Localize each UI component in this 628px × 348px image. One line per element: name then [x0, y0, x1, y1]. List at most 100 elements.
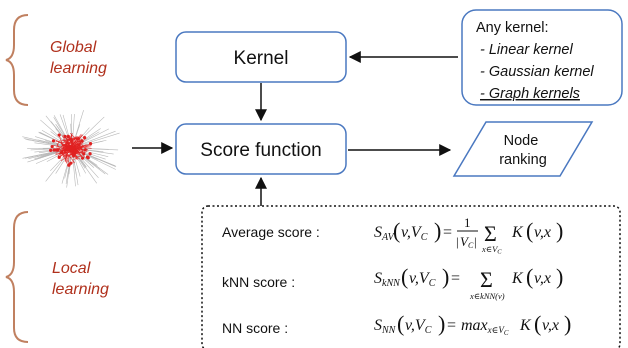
network-edge [66, 152, 75, 164]
network-edge [70, 136, 75, 147]
network-edge [55, 123, 68, 142]
network-node [70, 146, 74, 150]
network-edge [22, 136, 63, 147]
network-node [65, 147, 69, 151]
network-edge [68, 139, 85, 156]
local-learning-brace [5, 211, 29, 343]
network-edge [81, 149, 114, 155]
network-node [88, 141, 93, 146]
kernel-option-graph: - Graph kernels [480, 86, 580, 102]
network-node [69, 137, 73, 141]
network-edge [80, 128, 109, 144]
svg-text:(: ( [526, 218, 533, 243]
local-learning-label: Local learning [52, 260, 109, 298]
network-node [60, 151, 64, 155]
network-edge [62, 138, 77, 152]
svg-text:=: = [451, 270, 460, 287]
network-node [57, 133, 61, 137]
network-edge [73, 157, 78, 161]
network-edge [80, 130, 116, 145]
network-edge [77, 143, 87, 152]
network-edge [78, 116, 105, 143]
network-edge [37, 150, 63, 160]
score-function-box [175, 123, 347, 175]
svg-text:(: ( [393, 218, 400, 243]
kernel-option-linear: - Linear kernel [480, 42, 573, 58]
svg-text:v,x: v,x [534, 224, 551, 241]
svg-text:K: K [519, 317, 532, 334]
network-node [77, 143, 81, 147]
network-node [83, 135, 87, 140]
network-edge [56, 143, 65, 158]
network-edge [81, 148, 119, 151]
svg-text:): ) [564, 311, 571, 336]
network-edge [69, 132, 89, 152]
kernel-option-gaussian: - Gaussian kernel [480, 64, 594, 80]
network-node [82, 152, 86, 156]
network-node [57, 155, 61, 159]
svg-text:x∈VC: x∈VC [481, 244, 502, 256]
svg-text:(: ( [401, 264, 408, 289]
svg-text:K: K [511, 224, 524, 241]
svg-text:(: ( [526, 264, 533, 289]
network-edge [80, 151, 116, 167]
network-node [76, 137, 81, 141]
svg-text:=: = [447, 317, 456, 334]
global-learning-label: Global learning [50, 39, 107, 77]
knn-score-formula: SkNN ( v,VC ) = Σ x∈kNN(v) K ( v,x ) [374, 264, 563, 301]
network-node [88, 152, 92, 156]
svg-text:x∈kNN(v): x∈kNN(v) [469, 291, 505, 301]
network-node [74, 149, 78, 154]
network-node [56, 148, 60, 152]
average-score-label: Average score : [222, 224, 320, 240]
kernel-options-box [461, 9, 623, 106]
network-edge [70, 156, 82, 158]
network-edge [63, 136, 78, 148]
network-edge [74, 110, 84, 141]
kernel-options-title: Any kernel: [476, 20, 549, 36]
svg-text:v,x: v,x [542, 317, 559, 334]
svg-text:): ) [434, 218, 441, 243]
network-node [71, 153, 76, 158]
network-edge [80, 151, 116, 170]
network-edge [81, 132, 120, 146]
svg-text:(: ( [397, 311, 404, 336]
network-node [66, 134, 70, 139]
score-definitions-box [201, 205, 621, 348]
nn-score-label: NN score : [222, 320, 288, 336]
network-edge [72, 155, 77, 176]
svg-text:Σ: Σ [484, 221, 497, 246]
network-graph-image [22, 110, 120, 188]
node-ranking-label: Node ranking [499, 133, 547, 168]
svg-text:=: = [443, 224, 452, 241]
global-learning-brace [5, 14, 29, 106]
knn-score-label: kNN score : [222, 274, 295, 290]
svg-text:1: 1 [464, 215, 471, 230]
svg-text:|: | [474, 234, 477, 249]
svg-text:v,x: v,x [534, 270, 551, 287]
kernel-box-label: Kernel [234, 48, 289, 69]
network-node [51, 139, 56, 143]
network-node [80, 139, 84, 143]
network-edge [23, 138, 63, 147]
score-function-box-label: Score function [200, 140, 321, 161]
node-ranking-shape [452, 121, 594, 177]
network-node [86, 156, 90, 160]
network-node [67, 163, 71, 167]
svg-text:): ) [442, 264, 449, 289]
kernel-box [175, 31, 347, 83]
network-edge [79, 153, 98, 166]
network-node [49, 148, 53, 152]
network-node [63, 134, 67, 139]
svg-text:Σ: Σ [480, 267, 493, 292]
svg-text:): ) [556, 218, 563, 243]
svg-text:): ) [556, 264, 563, 289]
network-node [52, 148, 56, 152]
network-edge [76, 154, 87, 168]
network-node [83, 148, 87, 152]
svg-text:|: | [456, 234, 459, 249]
svg-text:): ) [438, 311, 445, 336]
network-node [69, 161, 73, 165]
network-edge [40, 119, 66, 143]
